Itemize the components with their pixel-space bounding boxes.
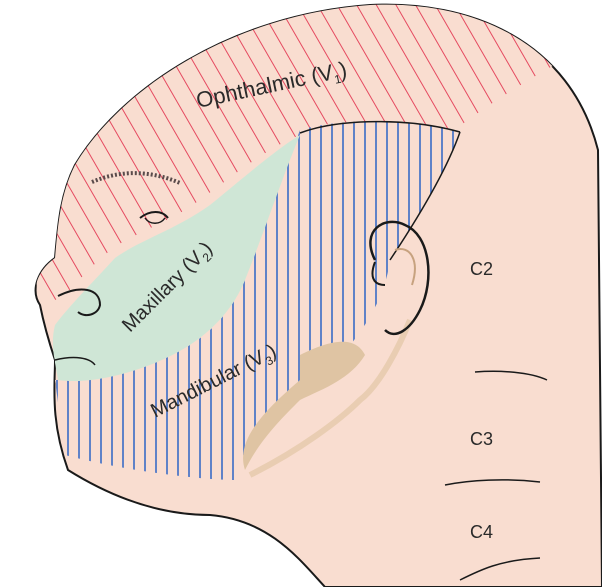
- c2-label: C2: [470, 259, 493, 279]
- c3-label: C3: [470, 429, 493, 449]
- c4-label: C4: [470, 522, 493, 542]
